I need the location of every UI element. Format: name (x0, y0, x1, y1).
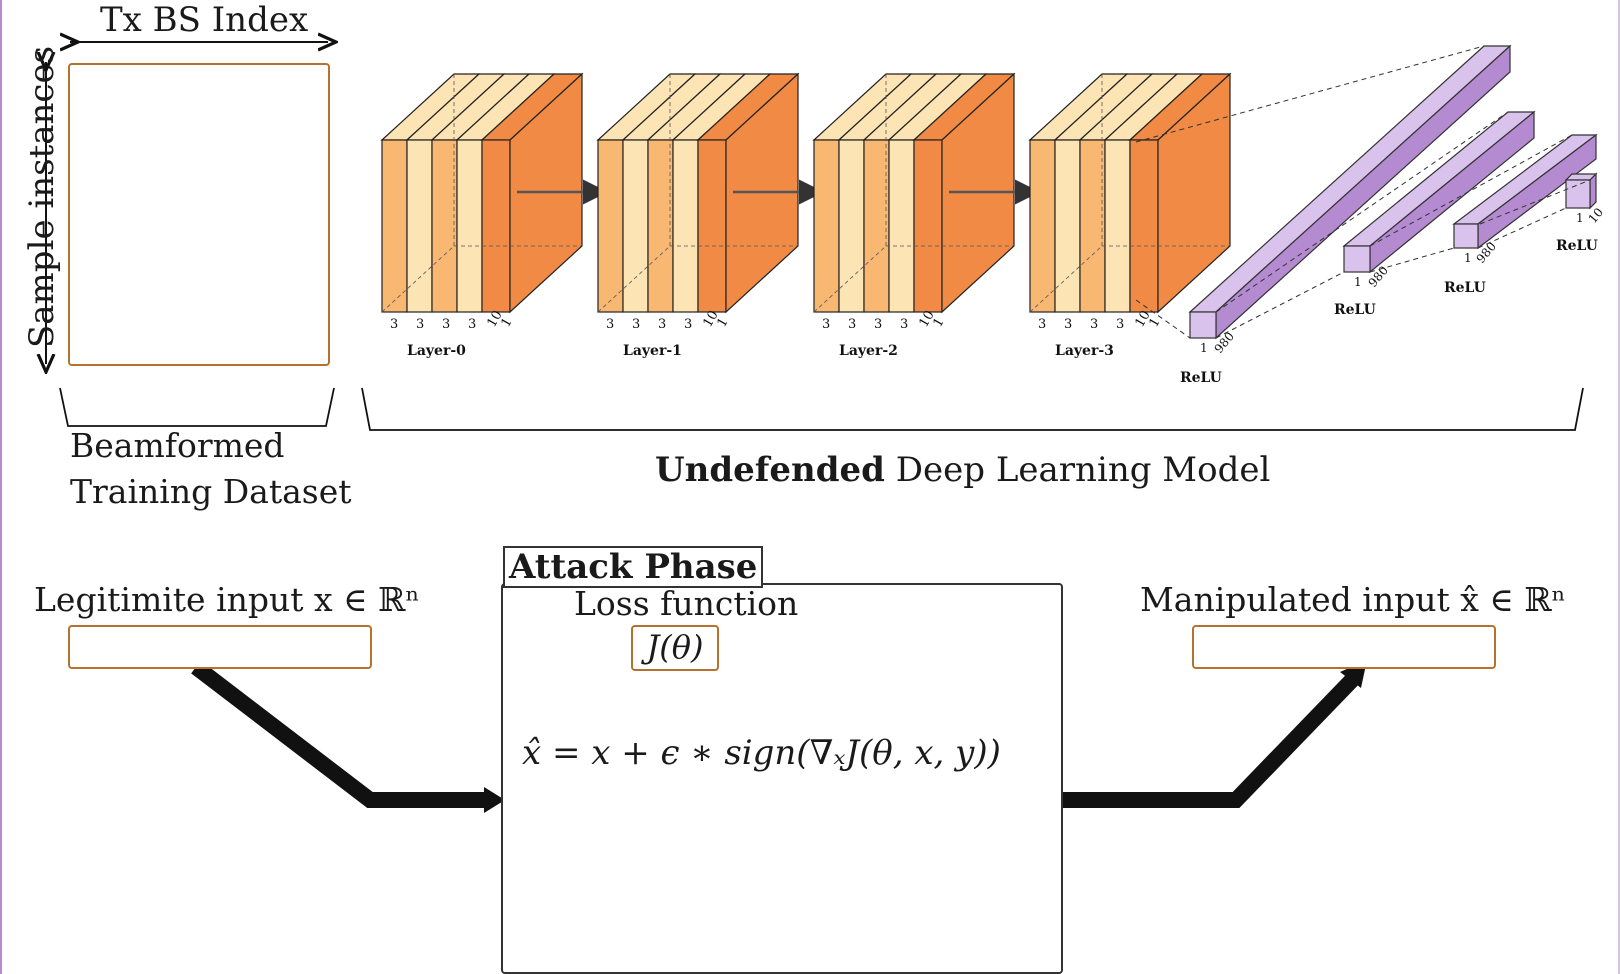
conv-dim-label: 1 (930, 315, 947, 330)
dataset-caption-line2: Training Dataset (70, 472, 352, 511)
conv-dim-label: 10 (484, 308, 505, 330)
dense-dim-label: 1 (1464, 251, 1472, 265)
dense-connector (1135, 45, 1485, 143)
input-flow-arrow (191, 660, 486, 808)
conv-layer-label: Layer-3 (1055, 343, 1114, 359)
conv-dim-label: 3 (416, 317, 424, 332)
conv-dim-label: 3 (822, 317, 830, 332)
attack-phase-box (501, 583, 1063, 974)
dataset-caption-line1: Beamformed (70, 426, 285, 465)
conv-dim-label: 3 (900, 317, 908, 332)
tx-index-label: Tx BS Index (100, 0, 309, 40)
conv-dim-label: 3 (606, 317, 614, 332)
conv-layer-label: Layer-0 (407, 343, 466, 359)
dense-connector (1215, 111, 1509, 313)
dense-connector (1369, 247, 1455, 273)
model-brace (361, 387, 1584, 431)
conv-dim-label: 3 (442, 317, 450, 332)
manipulated-input-label: Manipulated input x̂ ∈ ℝⁿ (1140, 580, 1566, 619)
left-border (0, 0, 2, 974)
dense-connector (1477, 207, 1567, 249)
output-flow-arrow (1063, 674, 1358, 808)
conv-dim-label: 3 (1064, 317, 1072, 332)
dense-activation-label: ReLU (1444, 280, 1486, 296)
loss-symbol-box: J(θ) (631, 625, 719, 671)
conv-layer-label: Layer-2 (839, 343, 898, 359)
dense-dim-label: 1 (1576, 211, 1584, 225)
loss-function-label: Loss function (574, 584, 799, 623)
conv-dim-label: 3 (390, 317, 398, 332)
legit-input-field (68, 625, 372, 669)
conv-dim-label: 3 (1090, 317, 1098, 332)
conv-dim-label: 1 (498, 315, 515, 330)
conv-dim-label: 3 (632, 317, 640, 332)
conv-dim-label: 3 (874, 317, 882, 332)
dense-activation-label: ReLU (1556, 238, 1598, 254)
conv-block-3: 3 3 3 3 10 1 Layer-3 (1028, 72, 1232, 359)
conv-dim-label: 10 (1132, 308, 1153, 330)
model-caption-bold: Undefended (655, 450, 885, 490)
dense-connector (1479, 179, 1591, 225)
dense-dim-label: 1 (1354, 275, 1362, 289)
dense-activation-label: ReLU (1334, 302, 1376, 318)
dataset-brace (59, 387, 335, 427)
conv-dim-label: 3 (684, 317, 692, 332)
dense-activation-label: ReLU (1180, 370, 1222, 386)
sample-instances-label: Sample instances (22, 45, 62, 348)
conv-dim-label: 3 (848, 317, 856, 332)
conv-dim-label: 3 (1038, 317, 1046, 332)
manipulated-input-field (1192, 625, 1496, 669)
model-caption-rest: Deep Learning Model (884, 450, 1271, 490)
conv-dim-label: 10 (700, 308, 721, 330)
conv-layer-label: Layer-1 (623, 343, 682, 359)
conv-dim-label: 1 (714, 315, 731, 330)
input-arrowhead (484, 787, 505, 813)
model-caption: Undefended Deep Learning Model (655, 450, 1270, 490)
fgsm-equation: x̂ = x + ϵ ∗ sign(∇ₓJ(θ, x, y)) (522, 733, 1001, 773)
attack-phase-title: Attack Phase (503, 546, 764, 588)
right-border (1618, 0, 1620, 974)
dense-dim-label: 1 (1200, 341, 1208, 355)
dataset-matrix (68, 63, 330, 366)
conv-dim-label: 3 (1116, 317, 1124, 332)
conv-dim-label: 3 (658, 317, 666, 332)
conv-dim-label: 10 (916, 308, 937, 330)
conv-dim-label: 3 (468, 317, 476, 332)
dense-connector (1215, 271, 1345, 339)
legit-input-label: Legitimite input x ∈ ℝⁿ (34, 580, 420, 619)
dense-connector (1135, 299, 1191, 339)
dense-connector (1369, 134, 1573, 247)
